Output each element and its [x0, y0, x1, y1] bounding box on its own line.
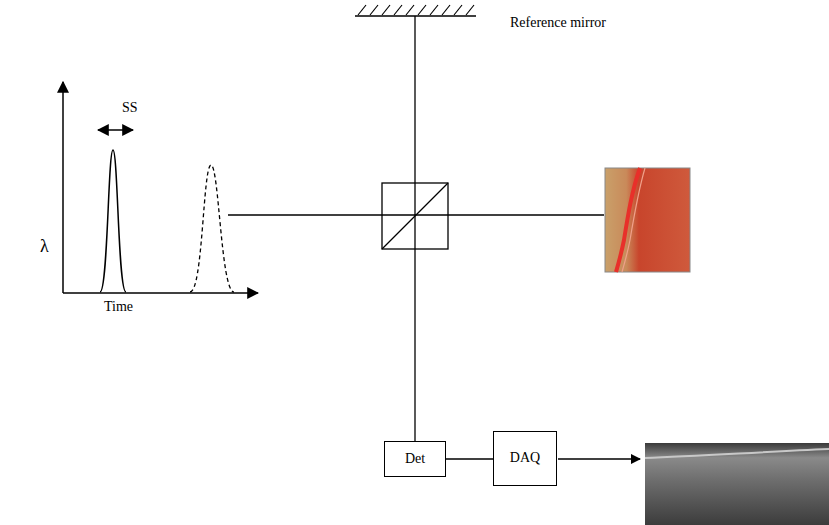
- reference-mirror: [355, 5, 476, 16]
- beam-splitter: [382, 183, 448, 249]
- oct-image: [645, 443, 829, 525]
- axis-label: SS: [122, 100, 138, 116]
- signal-line: [446, 458, 493, 459]
- process-box: Det: [384, 441, 446, 477]
- part-label: Reference mirror: [510, 15, 606, 31]
- box-label: DAQ: [510, 450, 540, 466]
- sample-tissue: [605, 168, 690, 272]
- axis-label: Time: [104, 299, 133, 315]
- box-label: Det: [405, 451, 425, 467]
- process-box: DAQ: [493, 431, 557, 486]
- output-arrow: [558, 458, 640, 459]
- axis-label: λ: [40, 236, 49, 257]
- reference-beam: [414, 16, 415, 441]
- sweep-plot: [63, 82, 258, 293]
